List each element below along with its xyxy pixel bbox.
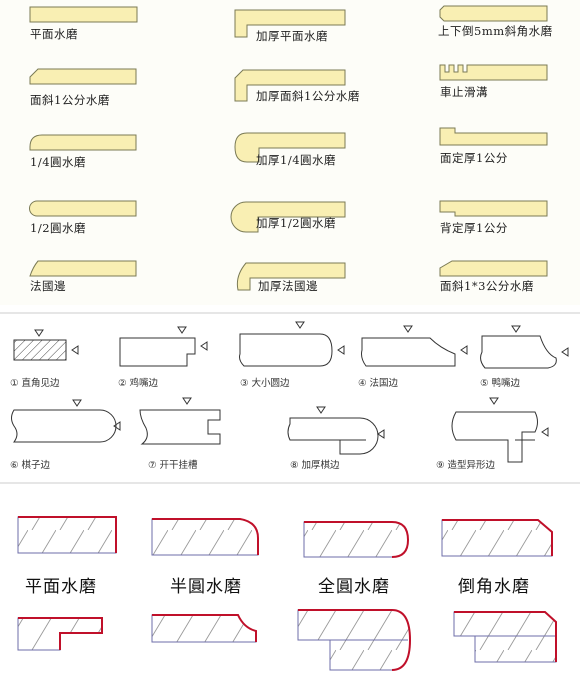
top-indicator	[403, 325, 413, 333]
label-thick-quarter-round: 加厚1/4圓水磨	[256, 153, 337, 167]
label-duck-beak: ⑤ 鸭嘴边	[480, 378, 521, 389]
label-half-round: 1/2圓水磨	[30, 221, 87, 235]
label-full-round-red: 全圓水磨	[318, 577, 390, 597]
side-indicator	[377, 429, 385, 439]
profile-thick-french-edge	[236, 262, 346, 291]
profile-full-round-red	[303, 521, 410, 558]
label-hanging-groove: ⑦ 开干挂槽	[148, 460, 198, 471]
label-flat-polish: 平面水磨	[30, 27, 78, 41]
side-indicator	[337, 345, 345, 355]
label-half-round-red: 半圓水磨	[170, 577, 242, 597]
panel2-profiles	[11, 321, 569, 463]
label-face-bevel: 面斜1公分水磨	[30, 93, 110, 107]
profile-thick-full-round-red	[297, 609, 412, 671]
profile-large-small-round	[239, 333, 333, 367]
edge-profile-panel-3: 平面水磨 半圓水磨 全圓水磨 倒角水磨	[0, 490, 580, 680]
label-bevel-red: 倒角水磨	[458, 577, 530, 597]
profile-french-edge-line	[361, 337, 456, 367]
label-square-edge: ① 直角见边	[10, 378, 60, 389]
label-quarter-round: 1/4圓水磨	[30, 155, 87, 169]
panel1-profiles	[29, 5, 548, 291]
label-thick-chess-edge: ⑧ 加厚棋边	[290, 460, 340, 471]
profile-chess-edge	[11, 409, 117, 443]
profile-quarter-round	[29, 134, 137, 151]
profile-face-thickness-1cm	[439, 127, 548, 146]
profile-rounded-step-red	[151, 614, 257, 643]
profile-french-edge	[29, 260, 137, 277]
profile-back-thickness-1cm	[439, 200, 548, 217]
profile-anti-slip-groove	[439, 64, 548, 81]
profile-half-round	[29, 200, 137, 217]
label-face-thickness-1cm: 面定厚1公分	[440, 151, 508, 165]
side-indicator	[561, 347, 569, 357]
profile-square-edge	[13, 339, 67, 361]
profile-special-shaped	[451, 411, 538, 463]
profile-face-bevel-1x3cm	[439, 260, 548, 277]
side-indicator	[113, 421, 121, 431]
profile-5mm-chamfer	[439, 5, 548, 22]
side-indicator	[541, 427, 549, 437]
edge-profile-panel-2: ① 直角见边 ② 鸡嘴边 ③ 大小圆边 ④ 法国边 ⑤ 鸭嘴边 ⑥ 棋子边 ⑦ …	[0, 312, 580, 484]
label-5mm-chamfer: 上下倒5mm斜角水磨	[438, 24, 553, 38]
top-indicator	[177, 326, 187, 334]
label-thick-flat: 加厚平面水磨	[256, 29, 328, 43]
side-indicator	[71, 345, 79, 355]
top-indicator	[72, 399, 82, 407]
edge-profile-panel-1: 平面水磨 加厚平面水磨 上下倒5mm斜角水磨 面斜1公分水磨 加厚面斜1公分水磨…	[0, 0, 580, 305]
label-thick-french-edge: 加厚法國邊	[258, 279, 318, 293]
profile-thick-half-round	[230, 201, 346, 233]
profile-face-bevel	[29, 68, 137, 85]
side-indicator	[460, 345, 468, 355]
profile-flat-polish-red	[17, 516, 117, 554]
top-indicator	[489, 397, 499, 405]
label-thick-half-round: 加厚1/2圓水磨	[256, 216, 337, 230]
top-indicator	[182, 397, 192, 405]
profile-step-edge-red	[17, 617, 103, 651]
profile-half-round-red	[151, 518, 259, 556]
profile-duck-beak	[480, 335, 557, 369]
profile-flat-polish	[29, 6, 138, 23]
panel3-profiles	[17, 516, 557, 671]
profile-chicken-beak	[119, 337, 196, 367]
label-french-edge: 法國邊	[30, 279, 66, 293]
side-indicator	[200, 341, 208, 351]
label-special-shaped: ⑨ 造型异形边	[436, 460, 496, 471]
profile-thick-face-bevel	[234, 69, 346, 102]
label-large-small-round: ③ 大小圆边	[240, 378, 290, 389]
label-chess-edge: ⑥ 棋子边	[10, 460, 51, 471]
label-thick-face-bevel: 加厚面斜1公分水磨	[256, 89, 360, 103]
top-indicator	[34, 329, 44, 337]
profile-thick-flat	[234, 9, 346, 38]
profile-thick-quarter-round	[234, 132, 346, 163]
label-chicken-beak: ② 鸡嘴边	[118, 378, 159, 389]
top-indicator	[511, 325, 521, 333]
label-anti-slip-groove: 車止滑溝	[440, 85, 488, 99]
top-indicator	[295, 321, 305, 329]
profile-thick-chess-edge	[287, 417, 379, 455]
label-back-thickness-1cm: 背定厚1公分	[440, 221, 508, 235]
label-french-edge-line: ④ 法国边	[358, 378, 399, 389]
label-flat-polish-red: 平面水磨	[25, 577, 97, 597]
profile-hanging-groove	[139, 409, 221, 445]
label-face-bevel-1x3cm: 面斜1*3公分水磨	[440, 279, 534, 293]
profile-thick-bevel-red	[453, 611, 557, 663]
profile-bevel-red	[441, 519, 553, 557]
top-indicator	[316, 406, 326, 414]
